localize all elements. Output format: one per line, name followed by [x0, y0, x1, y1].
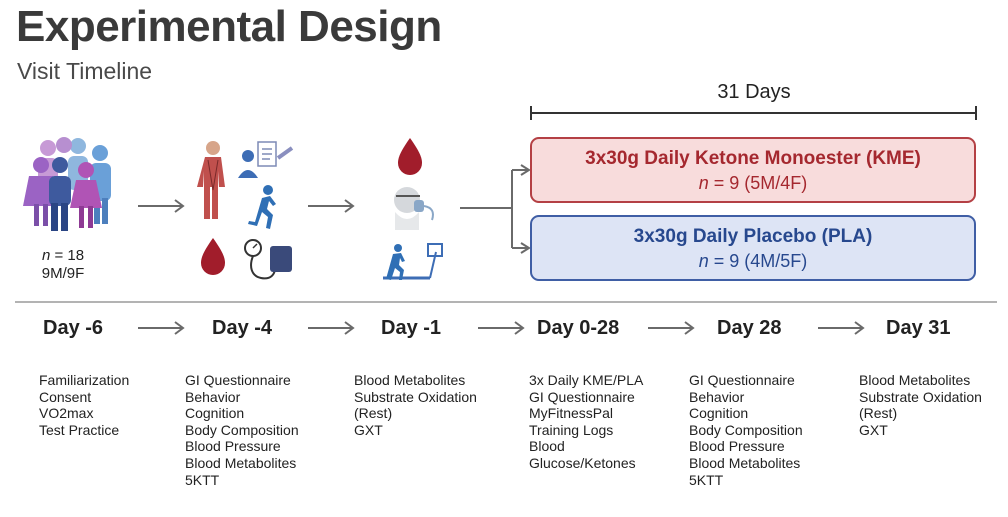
- blood-drop-icon: [201, 238, 225, 275]
- blood-pressure-cuff-icon: [244, 239, 292, 280]
- list-item: Consent: [39, 388, 92, 405]
- duration-bracket: [530, 106, 977, 120]
- flow-arrow: [138, 199, 185, 213]
- treadmill-runner-icon: [383, 243, 443, 280]
- list-item: GI Questionnaire: [689, 372, 795, 388]
- list-item: GI Questionnaire: [529, 388, 635, 405]
- list-item: (Rest): [859, 405, 898, 422]
- list-item: Blood Metabolites: [354, 372, 466, 388]
- day-label: Day -1: [381, 317, 442, 339]
- page-title: Experimental Design: [16, 2, 442, 51]
- n-symbol: n: [698, 251, 709, 271]
- day-label: Day -4: [212, 317, 273, 339]
- runner-icon: [248, 185, 276, 229]
- pla-group-title: 3x30g Daily Placebo (PLA): [633, 226, 873, 247]
- kme-group-n: n = 9 (5M/4F): [532, 173, 974, 194]
- day-label: Day 28: [717, 317, 782, 339]
- day-activity-list: GI Questionnaire Behavior Cognition Body…: [185, 372, 299, 488]
- list-item: Blood Pressure: [185, 438, 281, 455]
- list-item: Blood: [529, 438, 565, 455]
- list-item: GI Questionnaire: [185, 372, 291, 388]
- pla-group-box: 3x30g Daily Placebo (PLA) n = 9 (4M/5F): [530, 215, 976, 281]
- list-item: 5KTT: [185, 471, 220, 488]
- timeline-arrows: [138, 321, 865, 335]
- page-subtitle: Visit Timeline: [17, 58, 153, 84]
- list-item: Body Composition: [185, 421, 299, 438]
- list-item: GXT: [354, 421, 383, 438]
- list-item: Training Logs: [529, 421, 614, 438]
- list-item: Glucose/Ketones: [529, 454, 636, 471]
- n-symbol: n: [698, 173, 709, 193]
- day-label: Day 31: [886, 317, 951, 339]
- duration-label: 31 Days: [717, 81, 791, 103]
- day-activity-list: 3x Daily KME/PLA GI Questionnaire MyFitn…: [529, 372, 643, 472]
- list-item: Behavior: [185, 388, 241, 405]
- questionnaire-icon: [238, 141, 294, 178]
- list-item: Substrate Oxidation: [354, 388, 477, 405]
- list-item: Blood Metabolites: [689, 454, 801, 471]
- list-item: VO2max: [39, 405, 94, 422]
- blood-drop-icon: [398, 138, 422, 175]
- list-item: Cognition: [689, 405, 749, 422]
- day-label: Day -6: [43, 317, 104, 339]
- day-activity-list: Blood Metabolites Substrate Oxidation (R…: [354, 372, 477, 438]
- branch-arrow: [460, 164, 531, 254]
- list-item: Body Composition: [689, 421, 803, 438]
- day-label: Day 0-28: [537, 317, 620, 339]
- list-item: Blood Metabolites: [185, 454, 297, 471]
- list-item: Substrate Oxidation: [859, 388, 982, 405]
- sex-split: 9M/9F: [41, 265, 85, 282]
- list-item: Behavior: [689, 388, 745, 405]
- list-item: 3x Daily KME/PLA: [529, 372, 644, 388]
- list-item: Familiarization: [39, 372, 130, 388]
- list-item: Blood Pressure: [689, 438, 785, 455]
- flow-arrow: [308, 199, 355, 213]
- people-group-icon: [23, 137, 111, 231]
- gas-mask-icon: [394, 187, 434, 230]
- list-item: Cognition: [185, 405, 245, 422]
- kme-group-box: 3x30g Daily Ketone Monoester (KME) n = 9…: [530, 137, 976, 203]
- list-item: MyFitnessPal: [529, 405, 614, 422]
- n-value: = 9 (5M/4F): [708, 173, 808, 193]
- list-item: Test Practice: [39, 421, 120, 438]
- list-item: GXT: [859, 421, 888, 438]
- n-symbol: n: [41, 247, 51, 264]
- day-activity-list: Familiarization Consent VO2max Test Prac…: [39, 372, 129, 438]
- list-item: (Rest): [354, 405, 393, 422]
- list-item: 5KTT: [689, 471, 724, 488]
- participant-count: n = 18 9M/9F: [38, 247, 88, 283]
- anatomy-figure-icon: [197, 141, 225, 219]
- day-activity-list: GI Questionnaire Behavior Cognition Body…: [689, 372, 803, 488]
- day-activity-list: Blood Metabolites Substrate Oxidation (R…: [859, 372, 982, 438]
- kme-group-title: 3x30g Daily Ketone Monoester (KME): [585, 148, 921, 169]
- pla-group-n: n = 9 (4M/5F): [532, 251, 974, 272]
- n-value: = 9 (4M/5F): [708, 251, 808, 271]
- list-item: Blood Metabolites: [859, 372, 971, 388]
- n-value: = 18: [50, 247, 85, 264]
